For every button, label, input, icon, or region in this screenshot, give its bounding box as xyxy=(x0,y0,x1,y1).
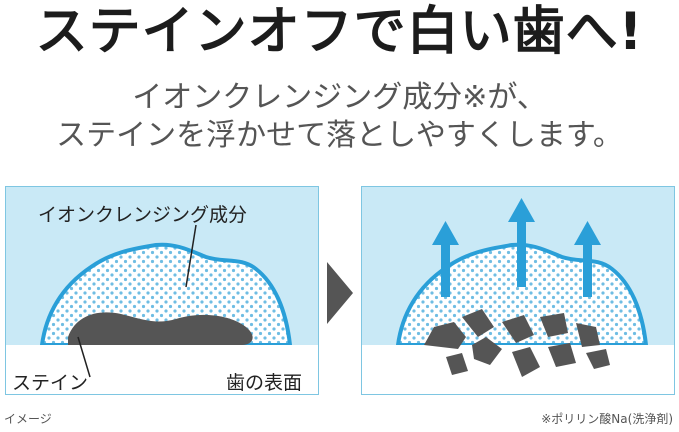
footnote-ingredient: ※ポリリン酸Na(洗浄剤) xyxy=(541,412,673,426)
leader-line-stain xyxy=(77,336,91,378)
stain-blob xyxy=(68,312,253,345)
subtitle-line-2: ステインを浮かせて落としやすくします。 xyxy=(56,118,623,153)
before-illustration xyxy=(6,187,318,394)
leader-line-ion xyxy=(185,224,197,288)
lift-arrows xyxy=(432,198,601,297)
label-stain: ステイン xyxy=(12,372,89,394)
label-tooth-surface: 歯の表面 xyxy=(226,372,303,394)
label-ion-cleansing: イオンクレンジング成分 xyxy=(38,204,248,226)
before-panel xyxy=(5,186,319,395)
after-illustration xyxy=(362,187,674,394)
tooth-surface xyxy=(6,345,318,394)
headline: ステインオフで白い歯へ! xyxy=(35,2,644,62)
after-panel xyxy=(361,186,675,395)
stain-fragments xyxy=(424,309,610,377)
footnote-image: イメージ xyxy=(4,412,52,426)
next-arrow-icon xyxy=(327,262,353,324)
subtitle-line-1: イオンクレンジング成分※が、 xyxy=(132,80,547,115)
